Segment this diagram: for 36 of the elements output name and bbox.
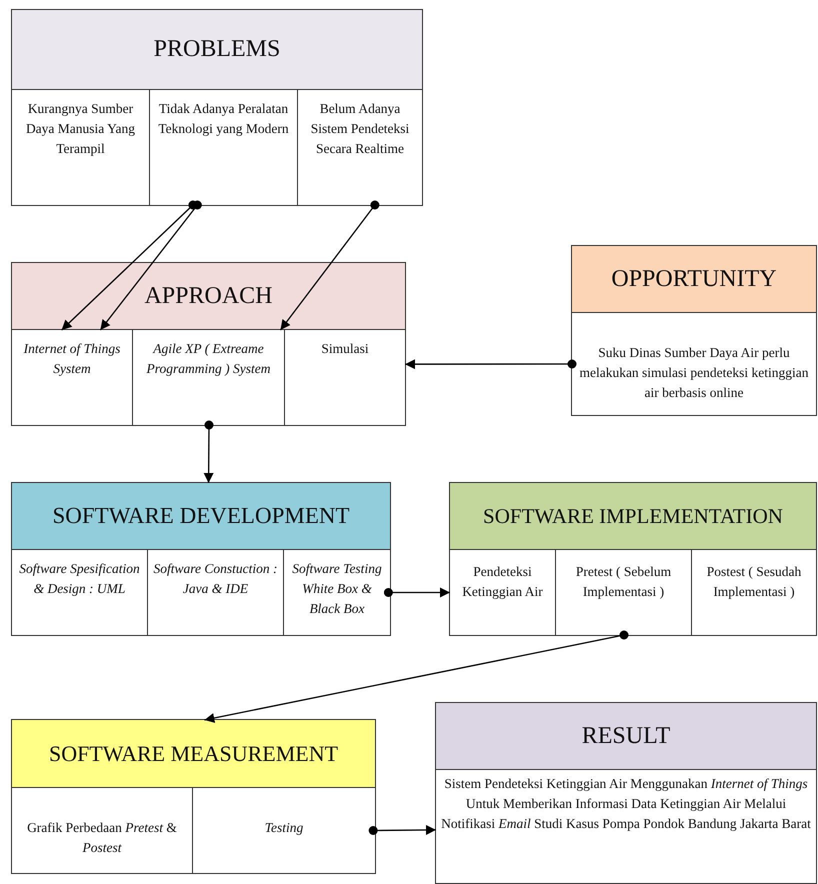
section-panel [12, 720, 375, 873]
section-header: OPPORTUNITY [572, 246, 816, 313]
arrow [368, 824, 436, 835]
section-header: PROBLEMS [12, 10, 422, 90]
section-panel [12, 483, 390, 635]
cell-text: Software Spesification & Design : UML [12, 550, 148, 635]
section-panel [12, 263, 405, 425]
cell-text: Software Constuction : Java & IDE [148, 550, 284, 635]
cell-text: Grafik Perbedaan Pretest & Postest [12, 788, 193, 873]
cell-text: Testing [193, 788, 375, 873]
arrow [280, 200, 380, 330]
cell-text: Kurangnya Sumber Daya Manusia Yang Terampil [12, 90, 150, 205]
section-panel [450, 483, 816, 635]
cell-text: Internet of Things System [12, 330, 133, 425]
arrow [61, 200, 198, 330]
section-header: SOFTWARE DEVELOPMENT [12, 483, 390, 550]
arrow [405, 359, 576, 370]
section-header: APPROACH [12, 263, 405, 330]
cell-text: Suku Dinas Sumber Daya Air perlu melakukan simulasi pendeteksi ketinggian air berbasis online [572, 313, 816, 415]
cell-text: Software Testing White Box & Black Box [284, 550, 390, 635]
cell-text: Pendeteksi Ketinggian Air [450, 550, 556, 635]
cell-text: Belum Adanya Sistem Pendeteksi Secara Realtime [298, 90, 422, 205]
section-header: SOFTWARE IMPLEMENTATION [450, 483, 816, 550]
section-header: RESULT [436, 703, 816, 770]
arrow [384, 588, 450, 598]
section-panel [12, 10, 422, 205]
cell-text: Tidak Adanya Peralatan Teknologi yang Modern [150, 90, 298, 205]
arrow [204, 420, 214, 483]
cell-text: Agile XP ( Extreame Programming ) System [133, 330, 285, 425]
cell-text: Pretest ( Sebelum Implementasi ) [556, 550, 692, 635]
cell-text: Simulasi [285, 330, 405, 425]
arrow [100, 200, 202, 330]
arrow [204, 630, 628, 723]
section-header: SOFTWARE MEASUREMENT [12, 720, 375, 788]
cell-text: Sistem Pendeteksi Ketinggian Air Menggunakan Internet of Things Untuk Memberikan Informasi Data Ketinggian Air Melalui Notifikasi Email Studi Kasus Pompa Pondok Bandung Jakarta Barat [436, 770, 816, 883]
cell-text: Postest ( Sesudah Implementasi ) [692, 550, 816, 635]
